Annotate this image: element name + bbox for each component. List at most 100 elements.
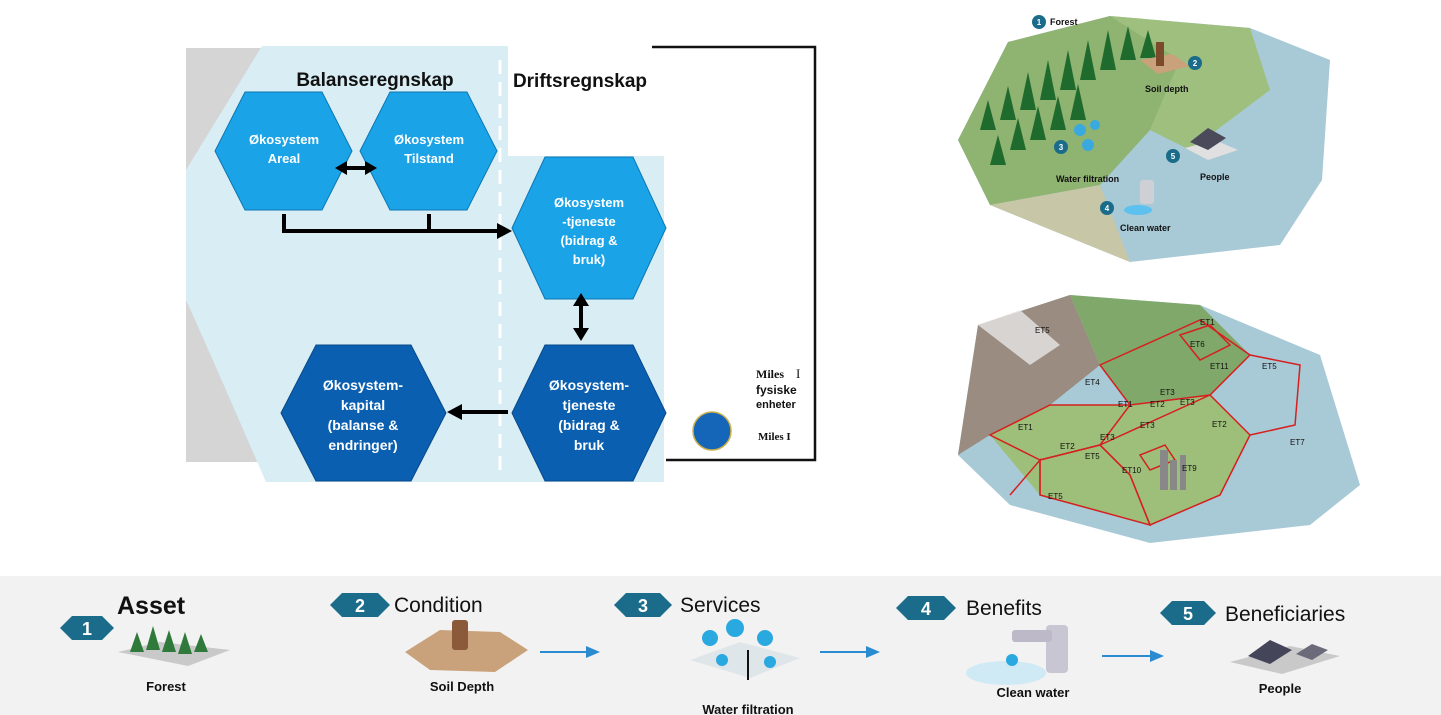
step-4-caption: Clean water xyxy=(997,685,1070,700)
zone-label-8: ET2 xyxy=(1150,400,1165,409)
water-pool-icon xyxy=(966,661,1046,685)
zone-label-1: ET1 xyxy=(1200,318,1215,327)
step-5-number: 5 xyxy=(1183,604,1193,624)
hex-tjeneste-bottom xyxy=(511,344,667,482)
tjeneste-top-line-1: Økosystem xyxy=(554,195,624,210)
zone-label-10: ET1 xyxy=(1018,423,1033,432)
tap-body xyxy=(1140,180,1154,204)
kapital-line-2: kapital xyxy=(341,397,385,413)
water-filtration-icon xyxy=(702,619,776,668)
house-icon xyxy=(1248,640,1292,664)
step-4-number: 4 xyxy=(921,599,931,619)
cloud-mist xyxy=(978,310,1060,365)
map-label-clean-water: Clean water xyxy=(1120,223,1171,233)
zone-label-17: ET9 xyxy=(1182,464,1197,473)
zone-boundaries xyxy=(988,319,1301,527)
operating-title: Driftsregnskap xyxy=(513,71,647,92)
zone-label-13: ET2 xyxy=(1060,442,1075,451)
step-2-title: Condition xyxy=(394,594,483,617)
hex-okosystem-kapital xyxy=(280,344,447,482)
tjeneste-bottom-line-3: (bidrag & xyxy=(558,417,619,433)
tjeneste-bottom-line-2: tjeneste xyxy=(563,397,616,413)
areal-line-2: Areal xyxy=(268,151,301,166)
map-label-water-filtration: Water filtration xyxy=(1056,174,1119,184)
map-top-land xyxy=(958,16,1180,205)
zone-label-15: ET5 xyxy=(1085,452,1100,461)
forest-area xyxy=(1070,295,1250,405)
landscape-map-top: 1 Forest 2 Soil depth 3 Water filtration… xyxy=(958,15,1330,262)
hex-tjeneste-top xyxy=(511,156,667,300)
step-3-number: 3 xyxy=(638,596,648,616)
tjeneste-top-line-4: bruk) xyxy=(573,252,606,267)
step-4-badge xyxy=(896,596,956,620)
zone-label-5: ET4 xyxy=(1085,378,1100,387)
zone-label-11: ET3 xyxy=(1140,421,1155,430)
stump-icon xyxy=(452,620,468,650)
forest-trees xyxy=(980,26,1156,165)
step-3-caption: Water filtration xyxy=(702,702,793,715)
map-label-soil-depth: Soil depth xyxy=(1145,84,1189,94)
step-1-number: 1 xyxy=(82,619,92,639)
step-5-badge xyxy=(1160,601,1216,625)
soil-stump xyxy=(1156,42,1164,66)
step-1-title: Asset xyxy=(117,592,186,620)
hex-okosystem-areal xyxy=(214,91,353,211)
map-label-forest: Forest xyxy=(1050,17,1078,27)
legend-enheter: enheter xyxy=(756,399,796,411)
soil-depth-block xyxy=(1140,54,1190,74)
legend-miles-top: Miles xyxy=(756,367,784,381)
map-top-shore xyxy=(990,185,1130,262)
step-4-title: Benefits xyxy=(966,597,1042,620)
step-3-title: Services xyxy=(680,594,761,617)
kapital-line-4: endringer) xyxy=(328,437,397,453)
tjeneste-top-line-2: -tjeneste xyxy=(562,214,615,229)
step-5-caption: People xyxy=(1259,681,1302,696)
tilstand-line-1: Økosystem xyxy=(394,132,464,147)
kapital-line-1: Økosystem- xyxy=(323,377,403,393)
forest-icon xyxy=(130,626,208,654)
areal-line-1: Økosystem xyxy=(249,132,319,147)
svg-text:1: 1 xyxy=(1037,18,1042,27)
zone-label-3: ET11 xyxy=(1210,362,1229,371)
tjeneste-bottom-line-1: Økosystem- xyxy=(549,377,629,393)
zone-label-18: ET5 xyxy=(1048,492,1063,501)
lowland-area xyxy=(990,395,1250,525)
step-1-caption: Forest xyxy=(146,679,186,694)
legend-miles-bottom: Miles I xyxy=(758,431,791,443)
ecosystem-type-map: ET5 ET1 ET6 ET11 ET5 ET4 ET3 ET1 ET2 ET3… xyxy=(958,295,1360,543)
legend-miles-top-mark: I xyxy=(796,366,800,381)
zone-label-16: ET10 xyxy=(1122,466,1142,475)
zone-label-12: ET3 xyxy=(1100,433,1115,442)
zone-label-9: ET3 xyxy=(1180,398,1195,407)
water-drops xyxy=(1074,120,1100,151)
svg-text:2: 2 xyxy=(1193,59,1198,68)
svg-text:3: 3 xyxy=(1059,143,1064,152)
balance-title: Balanseregnskap xyxy=(296,70,453,91)
step-5-title: Beneficiaries xyxy=(1225,603,1345,626)
bracket-line xyxy=(652,45,817,462)
legend-dot xyxy=(692,411,732,451)
map-label-people: People xyxy=(1200,172,1230,182)
zone-label-7: ET1 xyxy=(1118,400,1133,409)
tjeneste-top-line-3: (bidrag & xyxy=(560,233,617,248)
tjeneste-bottom-line-4: bruk xyxy=(574,437,605,453)
zone-label-6: ET3 xyxy=(1160,388,1175,397)
tilstand-line-2: Tilstand xyxy=(404,151,454,166)
arrow-areal-to-tjeneste xyxy=(282,214,498,233)
svg-text:5: 5 xyxy=(1171,152,1176,161)
svg-text:4: 4 xyxy=(1105,204,1110,213)
tap-water xyxy=(1124,205,1152,215)
zone-label-4: ET5 xyxy=(1262,362,1277,371)
step-2-caption: Soil Depth xyxy=(430,679,494,694)
filter-plate xyxy=(690,642,800,678)
zone-label-19: ET7 xyxy=(1290,438,1305,447)
zone-label-0: ET5 xyxy=(1035,326,1050,335)
step-2-number: 2 xyxy=(355,596,365,616)
hex-okosystem-tilstand xyxy=(359,91,498,211)
map-top-land-east xyxy=(1110,16,1270,150)
process-flow: 1 Asset Forest 2 Condition Soil Depth 3 … xyxy=(0,576,1441,715)
zone-label-2: ET6 xyxy=(1190,340,1205,349)
house-roof xyxy=(1190,128,1226,150)
city-buildings xyxy=(1160,450,1186,490)
zone-label-14: ET2 xyxy=(1212,420,1227,429)
